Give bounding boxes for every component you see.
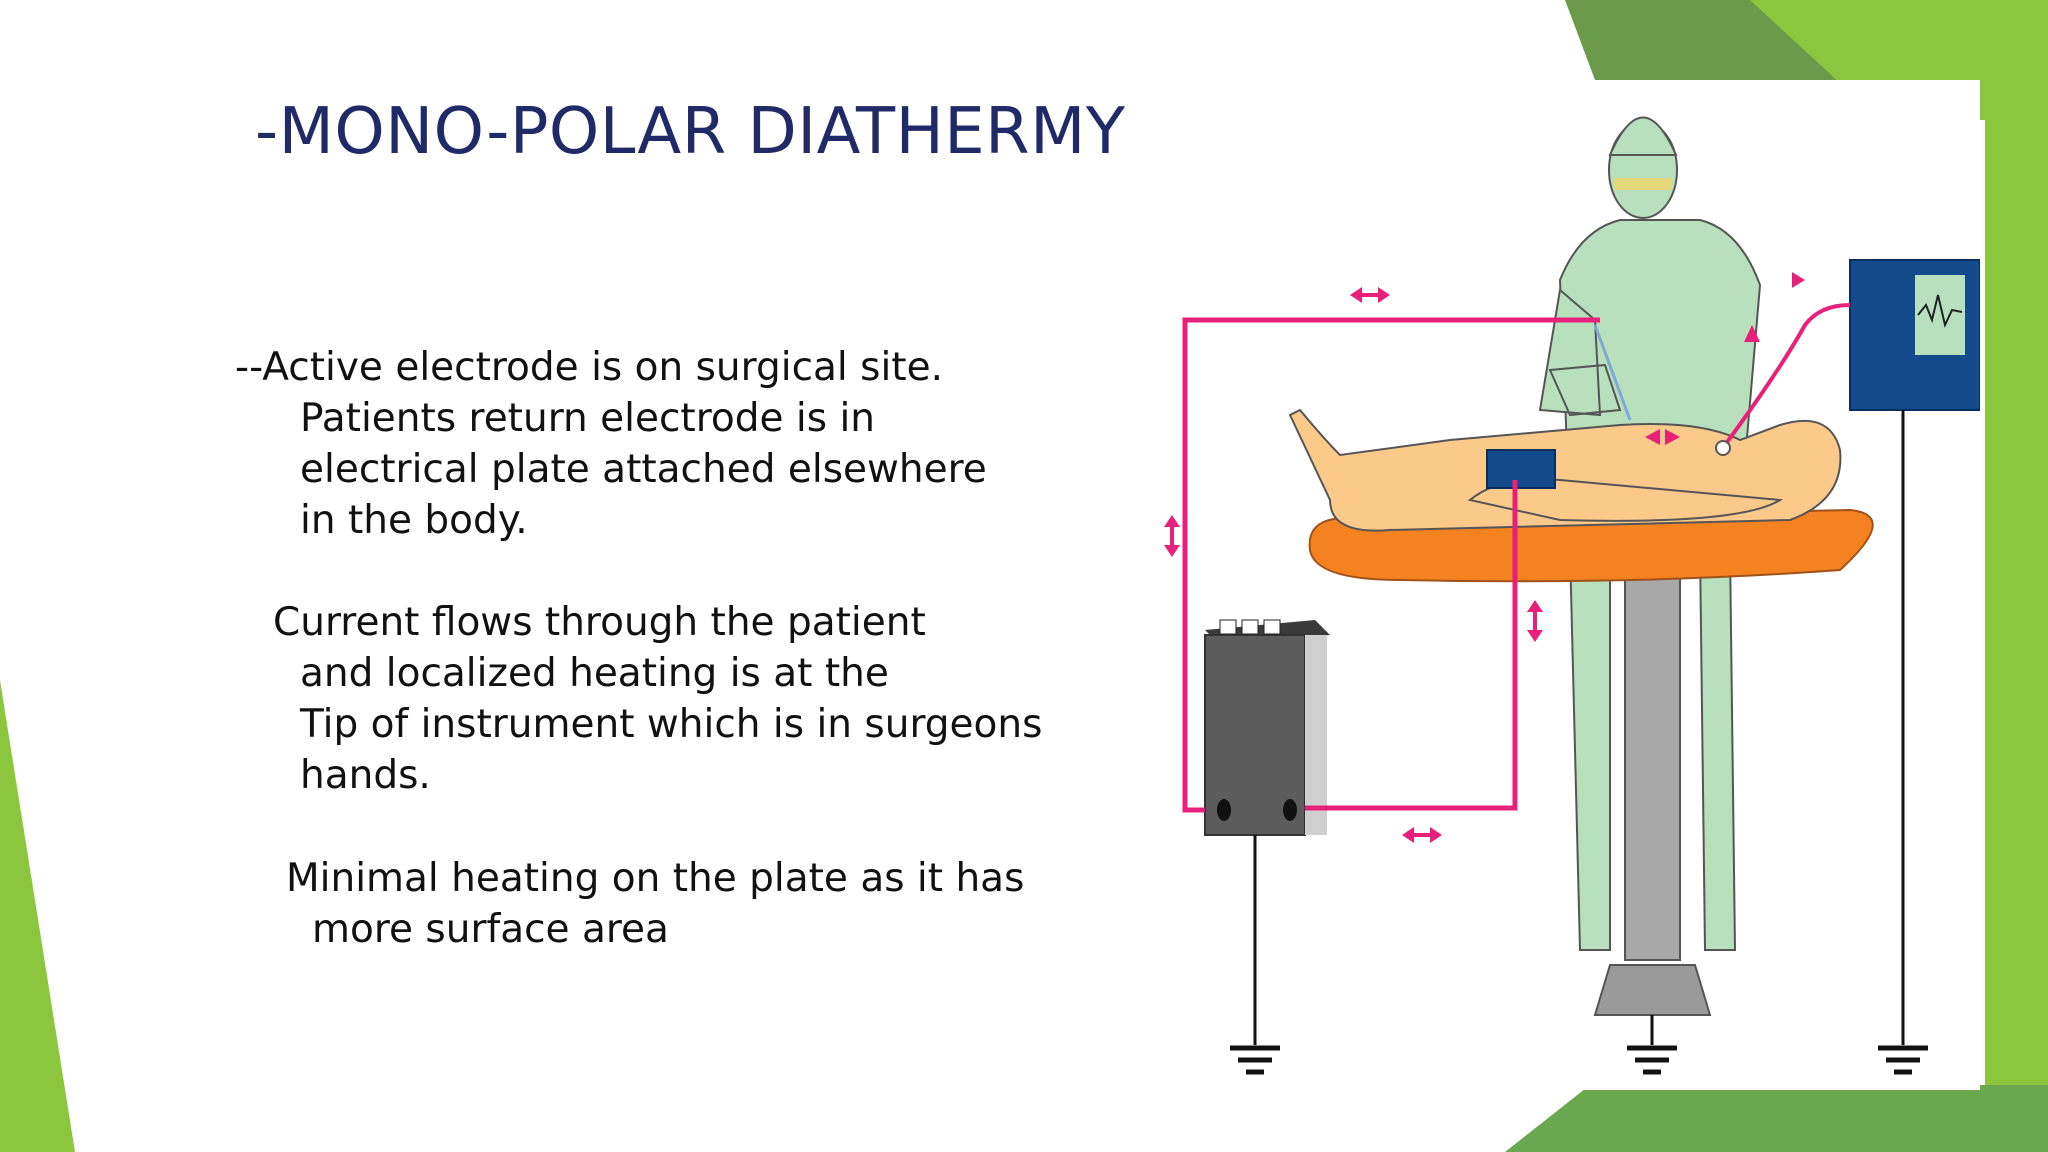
body-line: more surface area [312, 907, 669, 952]
body-line: and localized heating is at the [300, 651, 889, 696]
arrow-icon [1402, 827, 1442, 843]
generator-knob [1263, 619, 1281, 635]
surgeon-cap [1608, 116, 1678, 156]
table-base [1593, 964, 1712, 1016]
slide-title: -MONO-POLAR DIATHERMY [255, 95, 1126, 169]
left-edge-green-shape [0, 680, 75, 1152]
return-electrode-plate [1486, 449, 1556, 489]
table-pedestal [1624, 559, 1681, 961]
body-line: electrical plate attached elsewhere [300, 447, 987, 492]
body-line: Tip of instrument which is in surgeons [300, 702, 1043, 747]
body-line: Patients return electrode is in [300, 396, 876, 441]
body-line: --Active electrode is on surgical site. [235, 345, 943, 390]
monitor-screen [1915, 275, 1965, 355]
arrow-icon [1350, 287, 1390, 303]
generator-knob [1219, 619, 1237, 635]
generator-terminal [1283, 799, 1297, 821]
body-line: hands. [300, 753, 431, 798]
monopolar-diathermy-illustration [1140, 80, 1980, 1090]
arrow-icon [1527, 600, 1543, 642]
monitor-wire [1723, 303, 1851, 447]
arrow-icon [1744, 325, 1760, 342]
generator-knob [1241, 619, 1259, 635]
surgeon-goggles [1614, 178, 1672, 190]
body-line: Current flows through the patient [273, 600, 926, 645]
ground-symbol-icon [1230, 1045, 1280, 1075]
generator-terminal [1217, 799, 1231, 821]
illustration-background [1140, 80, 1980, 1090]
arrow-icon [1645, 429, 1680, 445]
right-edge-green-shape [1985, 0, 2048, 1152]
body-line: in the body. [300, 498, 528, 543]
surgeon-hand [1548, 363, 1622, 417]
arrow-icon [1164, 515, 1180, 557]
arrow-icon [1792, 272, 1805, 288]
waveform-icon [1917, 294, 1963, 329]
bottom-right-green-shape [1505, 1085, 2048, 1152]
ground-symbol-icon [1878, 1045, 1928, 1075]
body-line: Minimal heating on the plate as it has [286, 856, 1025, 901]
active-electrode-instrument [1593, 324, 1632, 421]
monitor-lead [1715, 440, 1731, 456]
return-wire [1305, 480, 1518, 811]
ground-symbol-icon [1627, 1045, 1677, 1075]
active-wire [1182, 317, 1600, 813]
generator-side [1305, 635, 1327, 835]
